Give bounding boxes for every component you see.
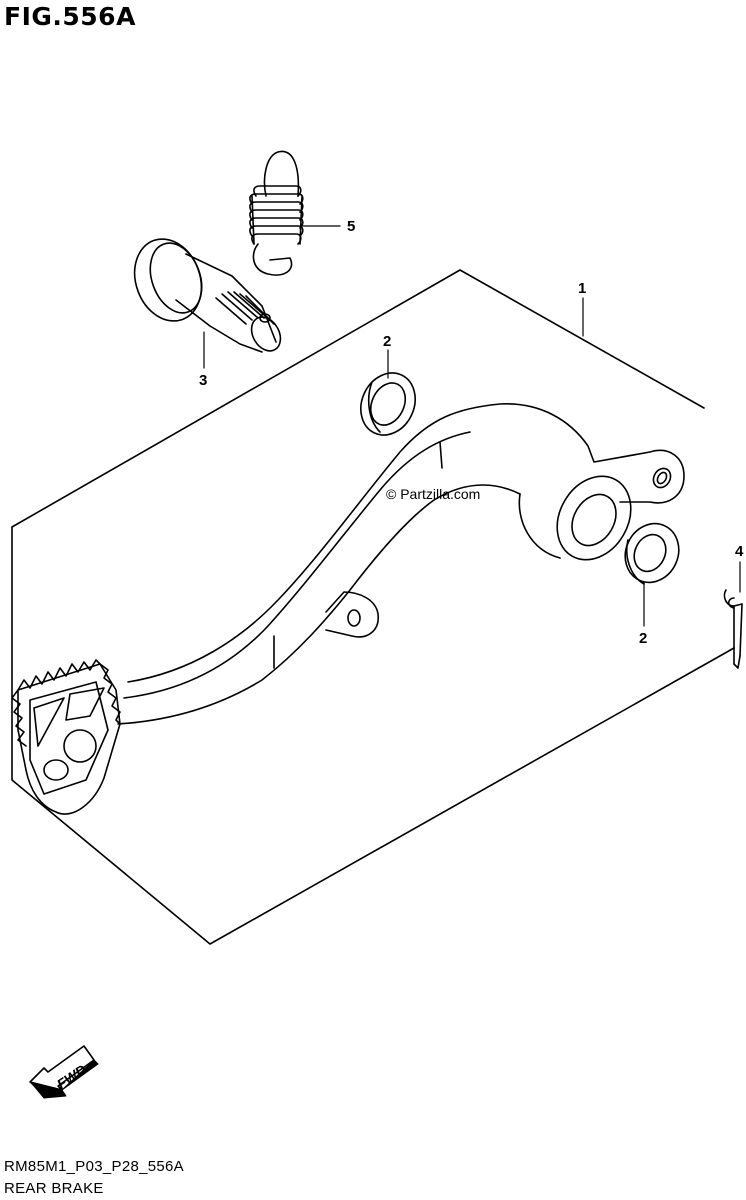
fwd-arrow-icon: FWD xyxy=(29,1045,99,1099)
leader-lines xyxy=(203,225,741,627)
callout-1: 1 xyxy=(578,280,586,297)
diagram-name: REAR BRAKE xyxy=(4,1180,104,1197)
seal-lower[interactable] xyxy=(616,515,688,591)
callout-2-upper: 2 xyxy=(383,333,391,350)
callout-5: 5 xyxy=(347,218,355,235)
figure-title: FIG.556A xyxy=(4,2,136,31)
pivot-bolt[interactable] xyxy=(124,230,287,357)
assembly-outline xyxy=(11,269,735,945)
cotter-pin[interactable] xyxy=(723,589,743,669)
brake-pedal[interactable] xyxy=(11,403,685,815)
seal-upper[interactable] xyxy=(351,364,425,444)
callout-4: 4 xyxy=(735,543,744,560)
callout-3: 3 xyxy=(199,372,207,389)
watermark-text: © Partzilla.com xyxy=(386,486,480,502)
callout-2-lower: 2 xyxy=(639,630,647,647)
diagram-code: RM85M1_P03_P28_556A xyxy=(4,1158,184,1175)
return-spring[interactable] xyxy=(249,150,304,276)
